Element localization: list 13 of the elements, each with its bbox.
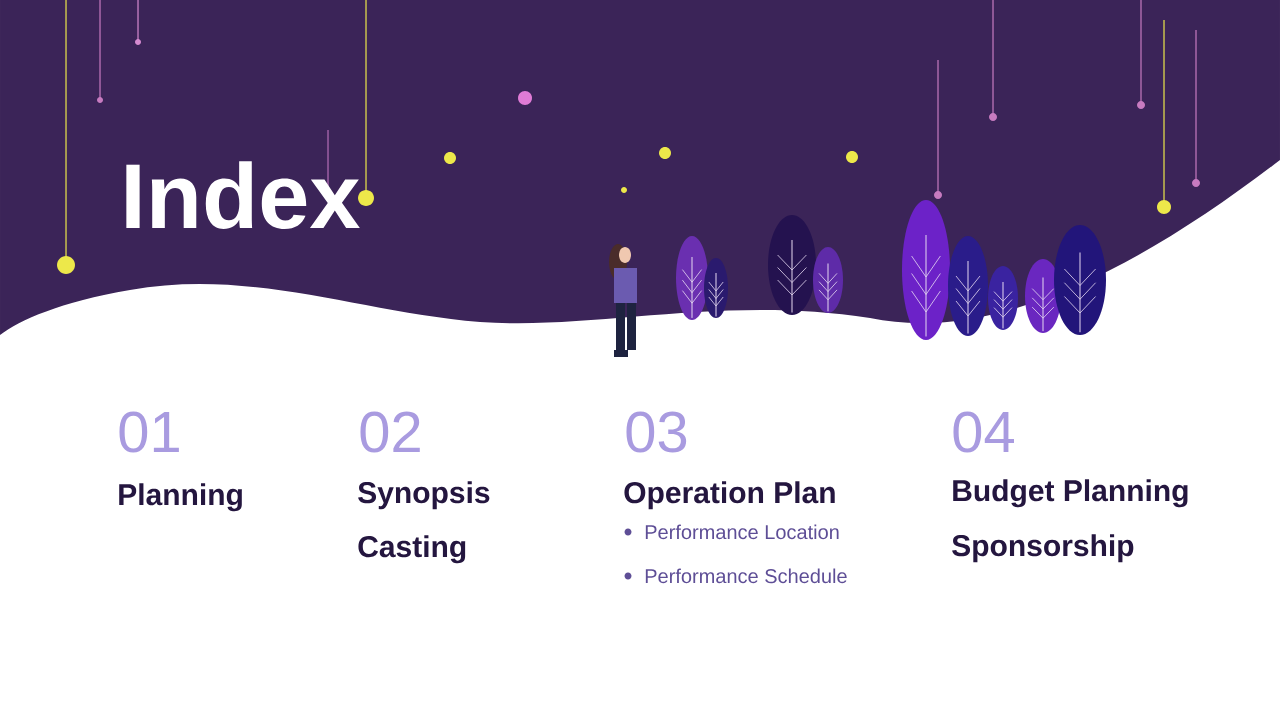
bullet-item: Performance Location	[624, 524, 839, 540]
section-number: 01	[119, 411, 179, 453]
section-number: 03	[626, 411, 687, 453]
section-heading: Sponsorship	[952, 534, 1134, 563]
section-heading: Planning	[119, 483, 242, 512]
section-number: 02	[360, 411, 420, 453]
title: Index	[126, 161, 360, 229]
section-number: 04	[953, 411, 1014, 453]
section-heading: Casting	[358, 535, 466, 564]
section-heading: Budget Planning	[953, 479, 1188, 508]
bullet-item: Performance Schedule	[624, 568, 847, 584]
section-heading: Synopsis	[358, 481, 490, 510]
section-heading: Operation Plan	[624, 481, 835, 510]
